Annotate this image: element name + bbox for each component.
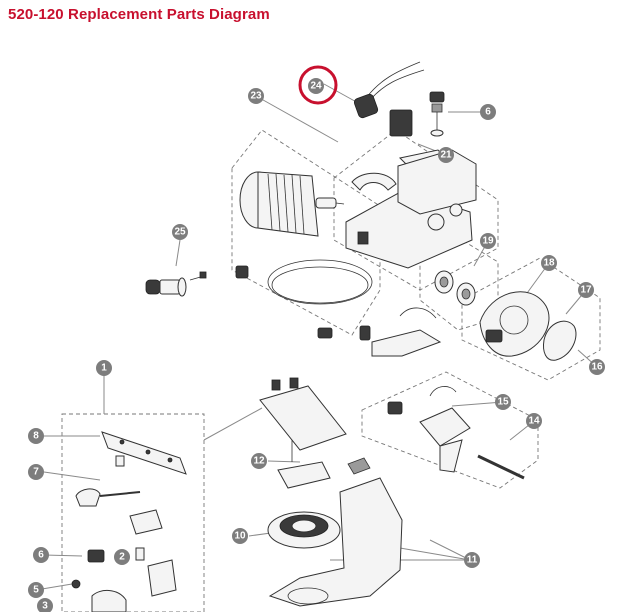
svg-text:25: 25	[174, 227, 186, 238]
svg-text:16: 16	[591, 362, 603, 373]
power-cord-grommet	[353, 61, 425, 119]
cover-group-box	[461, 257, 601, 381]
cover-plate	[543, 320, 577, 361]
svg-text:12: 12	[253, 456, 265, 467]
bearing-set	[434, 270, 476, 306]
svg-text:23: 23	[250, 91, 262, 102]
base-casting	[268, 457, 403, 607]
motor	[235, 171, 373, 339]
svg-text:8: 8	[33, 431, 39, 442]
callout-16: 16	[589, 359, 605, 375]
callout-3: 3	[37, 598, 53, 612]
svg-text:24: 24	[310, 81, 322, 92]
callout-19: 19	[480, 233, 496, 249]
callout-18: 18	[541, 255, 557, 271]
svg-text:6: 6	[485, 107, 491, 118]
svg-text:21: 21	[440, 150, 452, 161]
svg-text:5: 5	[33, 585, 39, 596]
lower-left-group-box	[61, 413, 205, 612]
svg-text:18: 18	[543, 258, 555, 269]
gear-housing	[345, 149, 477, 269]
callout-21: 21	[438, 147, 454, 163]
callout-8: 8	[28, 428, 44, 444]
callout-17: 17	[578, 282, 594, 298]
callout-24: 24	[308, 78, 324, 94]
round-table-plate	[267, 511, 341, 549]
shaft-group-box	[361, 371, 539, 489]
knob-pin	[145, 271, 207, 297]
carriage-assembly	[259, 377, 347, 489]
callout-10: 10	[232, 528, 248, 544]
callout-14: 14	[526, 413, 542, 429]
lever-bracket	[359, 307, 442, 357]
svg-text:7: 7	[33, 467, 39, 478]
svg-text:2: 2	[119, 552, 125, 563]
svg-text:19: 19	[482, 236, 494, 247]
callout-15: 15	[495, 394, 511, 410]
shaft-assembly	[387, 386, 525, 480]
svg-text:14: 14	[528, 416, 540, 427]
page-title: 520-120 Replacement Parts Diagram	[8, 6, 270, 23]
callout-6-top: 6	[480, 104, 496, 120]
callout-1: 1	[96, 360, 112, 376]
svg-text:15: 15	[497, 397, 509, 408]
svg-text:11: 11	[467, 555, 478, 566]
callout-7: 7	[28, 464, 44, 480]
callout-2: 2	[114, 549, 130, 565]
motor-group-box	[231, 129, 381, 336]
svg-text:3: 3	[42, 601, 48, 612]
knob-stack	[429, 91, 445, 137]
callout-6-bottom: 6	[33, 547, 49, 563]
callout-12: 12	[251, 453, 267, 469]
lower-left-parts	[71, 431, 187, 612]
svg-text:10: 10	[234, 531, 246, 542]
svg-text:6: 6	[38, 550, 44, 561]
svg-text:17: 17	[580, 285, 592, 296]
callout-11: 11	[464, 552, 480, 568]
callout-5: 5	[28, 582, 44, 598]
callout-25: 25	[172, 224, 188, 240]
highlight-ring-24	[298, 65, 338, 105]
svg-text:1: 1	[101, 363, 107, 374]
blade-cover	[479, 291, 550, 357]
callout-23: 23	[248, 88, 264, 104]
